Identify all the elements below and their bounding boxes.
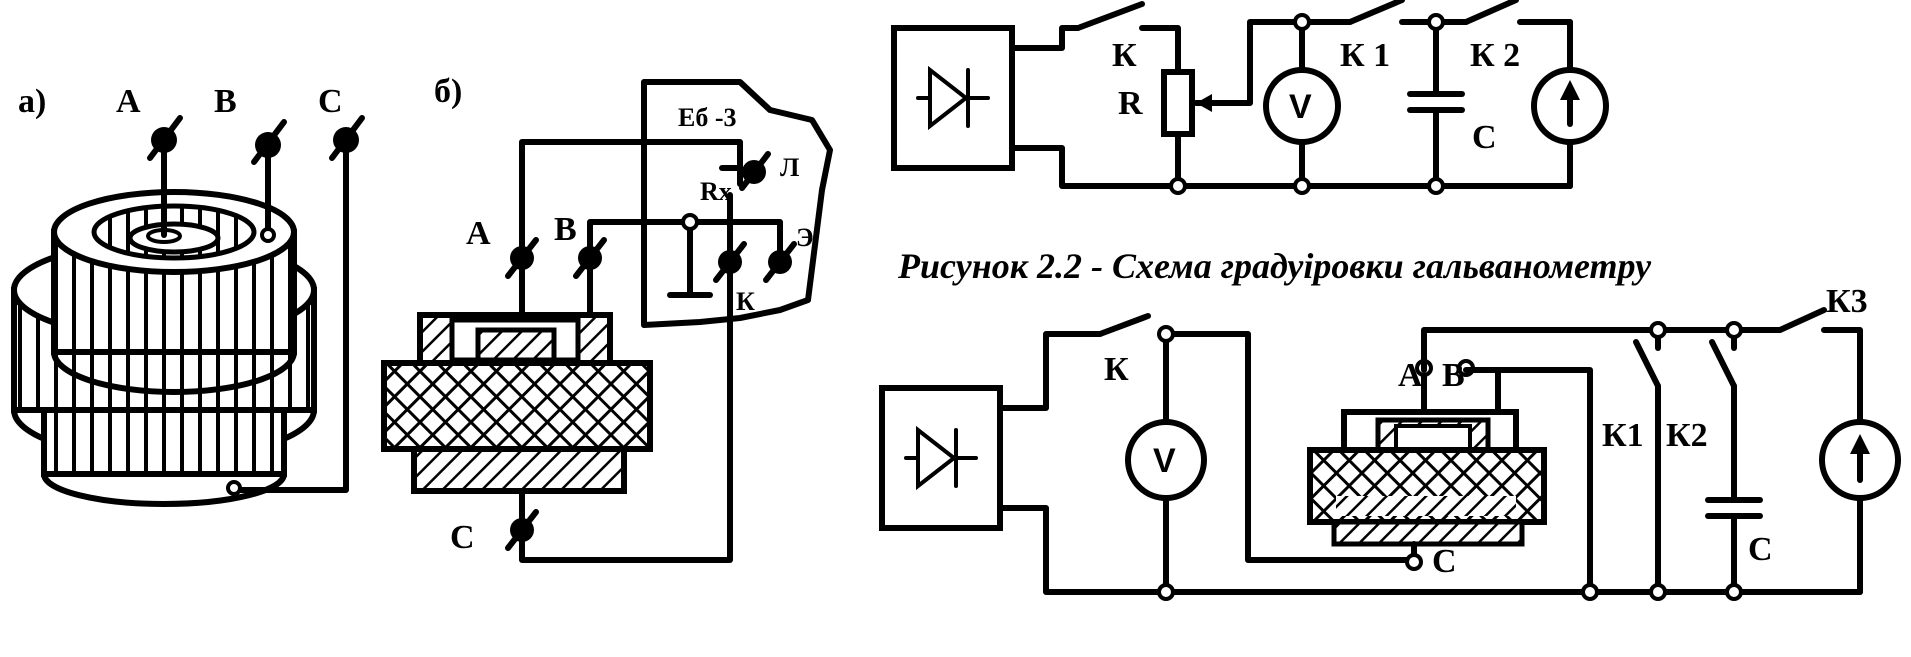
lead-c-wire bbox=[231, 137, 349, 493]
switch-k2-label: К 2 bbox=[1470, 37, 1520, 74]
terminal-b-label: В bbox=[1442, 357, 1465, 394]
wire-bottom bbox=[997, 505, 1599, 595]
device-eb3-label: Еб -3 bbox=[678, 103, 737, 132]
terminal-b bbox=[573, 237, 607, 279]
rectifier-block bbox=[891, 25, 1015, 171]
figure-a: а) bbox=[11, 83, 365, 507]
terminal-k-switch bbox=[713, 241, 747, 283]
terminal-c bbox=[505, 509, 539, 551]
terminal-b-label: В bbox=[554, 211, 577, 248]
capacitor-label: С bbox=[1748, 531, 1773, 568]
terminal-b-label: В bbox=[214, 83, 237, 120]
rectifier-block bbox=[879, 385, 1003, 531]
figure-b-label: б) bbox=[434, 73, 462, 110]
switch-k3-label: К3 bbox=[1826, 283, 1868, 320]
switch-k-label: К bbox=[1104, 351, 1129, 388]
switch-k bbox=[1075, 1, 1145, 31]
wire-b-rx bbox=[687, 219, 783, 265]
wire-top-bus bbox=[1421, 327, 1783, 373]
galvanometer bbox=[1819, 419, 1901, 595]
terminal-a-label: А bbox=[116, 83, 141, 120]
terminal-a-label: А bbox=[466, 215, 491, 252]
terminal-l bbox=[719, 151, 771, 191]
terminal-rx-label: Rx bbox=[700, 177, 732, 206]
voltmeter-label: V bbox=[1153, 442, 1176, 480]
terminal-b bbox=[251, 119, 287, 165]
coil-assembly bbox=[381, 312, 653, 494]
wire-to-c bbox=[1163, 331, 1417, 563]
wire-rect-k bbox=[1009, 25, 1081, 51]
switch-k1-label: К1 bbox=[1602, 417, 1644, 454]
wire-b-return bbox=[1463, 367, 1593, 595]
terminal-e bbox=[763, 241, 797, 283]
figure-a-label: а) bbox=[18, 83, 46, 120]
terminal-a bbox=[147, 115, 183, 161]
terminal-k-label: К bbox=[736, 287, 755, 316]
switch-k1 bbox=[1347, 0, 1405, 25]
resistor-r bbox=[1161, 19, 1305, 189]
device-eb3-outline bbox=[641, 79, 833, 328]
voltmeter-label: V bbox=[1289, 88, 1312, 126]
voltmeter bbox=[1263, 19, 1341, 189]
resistor-label: R bbox=[1118, 85, 1143, 122]
terminal-c-label: С bbox=[318, 83, 343, 120]
terminal-c-label: С bbox=[450, 519, 475, 556]
capacitor-c bbox=[1407, 19, 1465, 189]
switch-k2 bbox=[1709, 339, 1737, 389]
wire-rect-k bbox=[997, 331, 1103, 411]
galvanometer bbox=[1531, 19, 1609, 189]
wire-k-r bbox=[1139, 25, 1181, 75]
terminal-a bbox=[505, 237, 539, 279]
core-upper-ring bbox=[51, 189, 297, 395]
switch-k2-label: К2 bbox=[1666, 417, 1708, 454]
switch-k1 bbox=[1633, 339, 1661, 389]
terminal-c bbox=[329, 115, 365, 161]
switch-k1-label: К 1 bbox=[1340, 37, 1390, 74]
terminal-a-label: А bbox=[1398, 357, 1423, 394]
figure-caption: Рисунок 2.2 - Схема градуіровки гальвано… bbox=[897, 246, 1652, 286]
wire-bottom-left bbox=[1009, 145, 1181, 189]
switch-k3 bbox=[1777, 307, 1827, 333]
terminal-c-label: С bbox=[1432, 543, 1457, 580]
switch-k bbox=[1097, 313, 1151, 337]
terminal-l-label: Л bbox=[780, 153, 799, 182]
coil-assembly bbox=[1307, 409, 1547, 547]
terminal-e-label: Э bbox=[796, 223, 814, 252]
switch-k-label: К bbox=[1112, 37, 1137, 74]
capacitor-label: С bbox=[1472, 119, 1497, 156]
figure-b: б) Еб -3 Л Rx Э К bbox=[381, 73, 833, 563]
figure-2-2-calibration-circuit: К R V К 1 bbox=[891, 0, 1652, 286]
switch-k2 bbox=[1463, 0, 1519, 25]
wire-a bbox=[519, 139, 743, 261]
figure-bottom-circuit: К V А В С К1 bbox=[879, 283, 1901, 601]
